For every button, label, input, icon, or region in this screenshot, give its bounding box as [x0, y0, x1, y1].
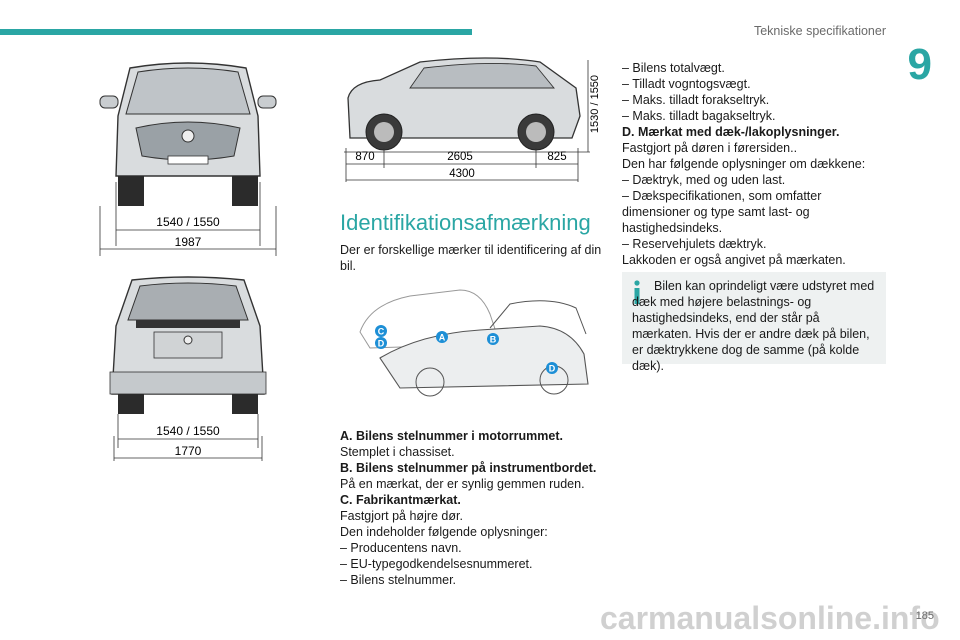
list-item: B. Bilens stelnummer på instrumentbordet… — [340, 461, 597, 475]
list-item: Den har følgende oplysninger om dækkene: — [622, 157, 866, 171]
label-details-list: – Bilens totalvægt. – Tilladt vogntogsvæ… — [622, 60, 886, 268]
list-item: dimensioner og type samt last- og — [622, 205, 810, 219]
list-item: – Dæktryk, med og uden last. — [622, 173, 786, 187]
front-track-dimension: 1540 / 1550 — [156, 215, 220, 229]
list-item: C. Fabrikantmærkat. — [340, 493, 461, 507]
info-box: Bilen kan oprindeligt være udstyret med … — [622, 272, 886, 373]
list-item: D. Mærkat med dæk-/lakoplysninger. — [622, 125, 840, 139]
front-view-figure: 1540 / 1550 1987 — [88, 56, 288, 266]
front-overhang-dimension: 870 — [355, 151, 374, 163]
list-item: – Tilladt vogntogsvægt. — [622, 77, 751, 91]
front-width-dimension: 1987 — [175, 235, 202, 249]
side-view-figure: 870 2605 825 4300 1530 / 1550 — [340, 52, 602, 188]
page-number: 185 — [915, 610, 934, 622]
list-item: Fastgjort på døren i førersiden.. — [622, 141, 798, 155]
wheelbase-dimension: 2605 — [447, 151, 473, 163]
list-item: – Reservehjulets dæktryk. — [622, 237, 767, 251]
list-item: – EU-typegodkendelsesnummeret. — [340, 557, 533, 571]
rear-overhang-dimension: 825 — [547, 151, 566, 163]
list-item: Lakkoden er også angivet på mærkaten. — [622, 253, 846, 267]
label-b: B — [490, 335, 497, 345]
list-item: – Producentens navn. — [340, 541, 462, 555]
list-item: A. Bilens stelnummer i motorrummet. — [340, 429, 563, 443]
list-item: – Bilens stelnummer. — [340, 573, 457, 587]
list-item: – Dækspecifikationen, som omfatter — [622, 189, 822, 203]
info-text: Bilen kan oprindeligt være udstyret med … — [632, 279, 875, 373]
identification-list: A. Bilens stelnummer i motorrummet. Stem… — [340, 428, 602, 588]
rear-track-dimension: 1540 / 1550 — [156, 424, 220, 438]
label-a: A — [439, 333, 446, 343]
list-item: Den indeholder følgende oplysninger: — [340, 525, 548, 539]
info-icon — [634, 280, 640, 304]
label-d-right: D — [549, 364, 556, 374]
identification-labels-figure: C D A B D — [340, 284, 602, 412]
list-item: Stemplet i chassiset. — [340, 445, 455, 459]
rear-width-dimension: 1770 — [175, 444, 202, 458]
list-item: – Maks. tilladt forakseltryk. — [622, 93, 770, 107]
list-item: hastighedsindeks. — [622, 221, 723, 235]
height-dimension: 1530 / 1550 — [589, 75, 601, 133]
watermark: carmanualsonline.info — [600, 600, 940, 636]
label-c: C — [378, 327, 385, 337]
section-title: Identifikationsafmærkning — [340, 210, 591, 235]
section-intro: Der er forskellige mærker til identifice… — [340, 243, 602, 273]
label-d-left: D — [378, 339, 385, 349]
rear-view-figure: 1540 / 1550 1770 — [88, 276, 288, 466]
list-item: – Maks. tilladt bagakseltryk. — [622, 109, 776, 123]
list-item: På en mærkat, der er synlig gemmen ruden… — [340, 477, 585, 491]
header-accent-bar — [0, 29, 472, 35]
header-title: Tekniske specifikationer — [753, 24, 886, 38]
length-dimension: 4300 — [449, 168, 475, 180]
list-item: – Bilens totalvægt. — [622, 61, 725, 75]
chapter-number: 9 — [907, 40, 932, 89]
list-item: Fastgjort på højre dør. — [340, 509, 463, 523]
